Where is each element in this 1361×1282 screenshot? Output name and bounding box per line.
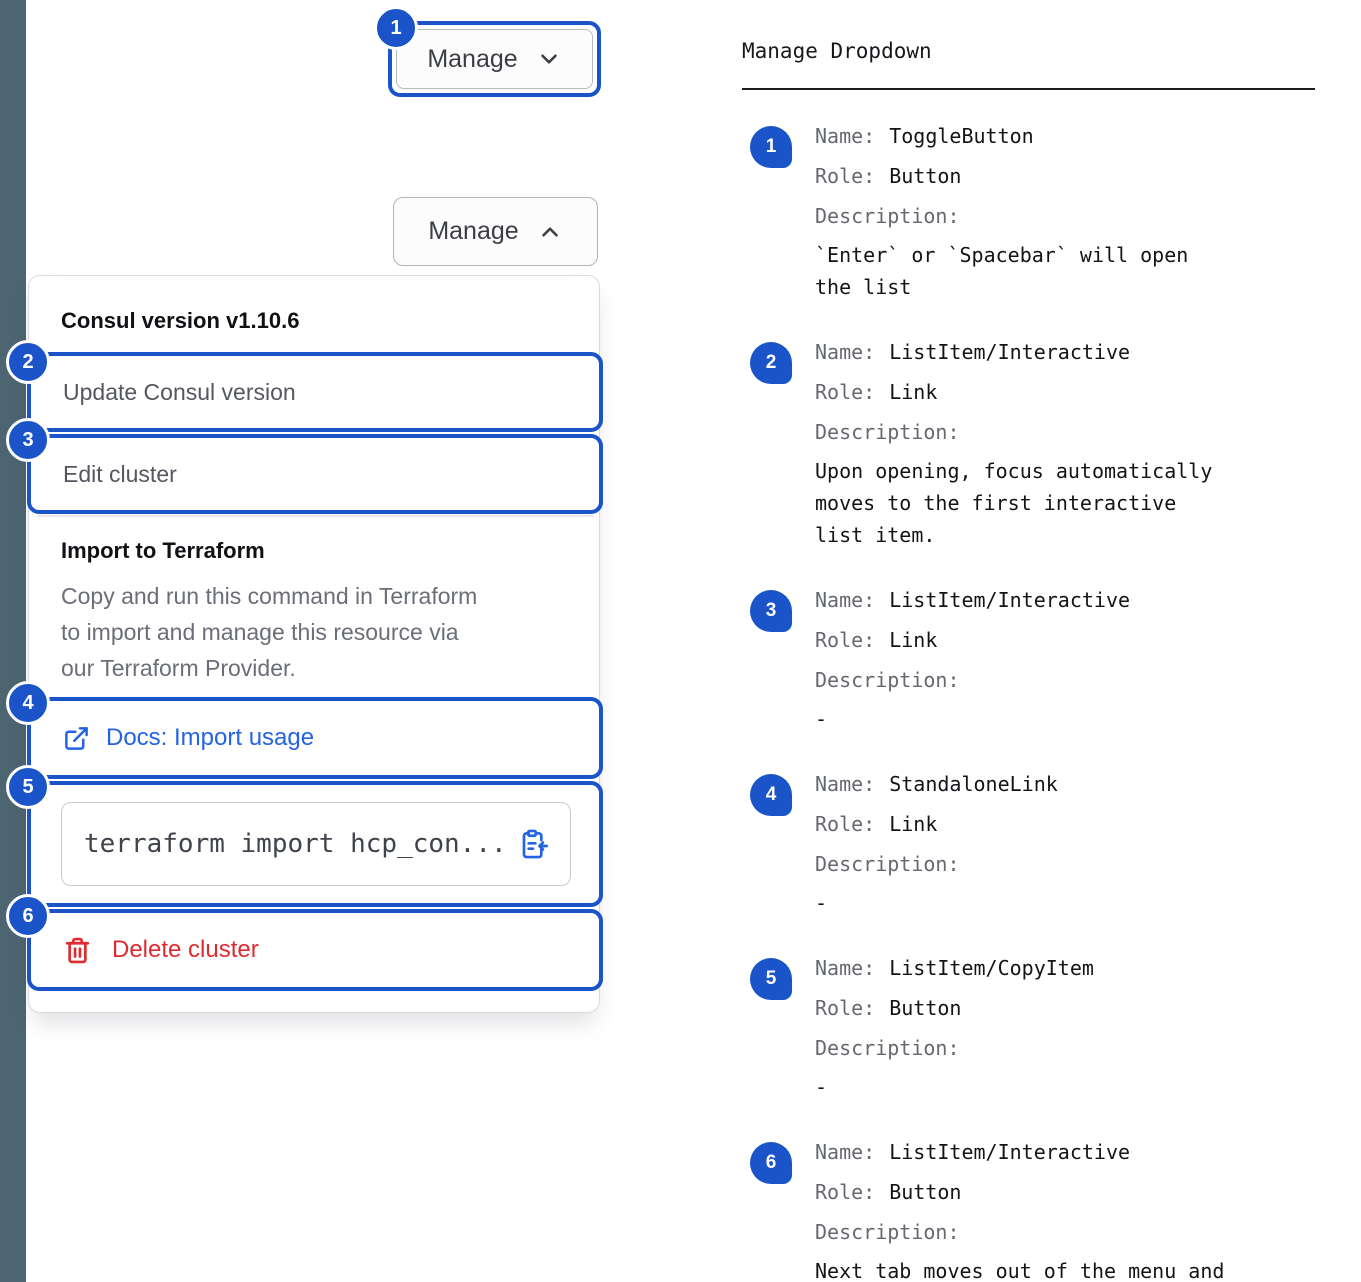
import-to-terraform-description: Copy and run this command in Terraform t… (61, 583, 478, 681)
terraform-command-text: terraform import hcp_con... (84, 829, 507, 859)
annotation-ring-delete-item: Delete cluster (27, 909, 603, 991)
spec-name-value: ListItem/Interactive (889, 340, 1131, 364)
spec-description-value: `Enter` or `Spacebar` will open the list (815, 243, 1189, 299)
manage-button-label: Manage (428, 217, 519, 245)
annotation-ring-toggle-button: Manage (388, 21, 601, 97)
spec-description-value: - (815, 707, 828, 731)
spec-badge-6: 6 (750, 1142, 792, 1184)
spec-name-value: ListItem/CopyItem (889, 956, 1094, 980)
description-label: Description: (815, 852, 960, 876)
external-link-icon (65, 726, 88, 750)
spec-badge-2: 2 (750, 342, 792, 384)
spec-name-value: StandaloneLink (889, 772, 1058, 796)
dropdown-item-delete-cluster[interactable]: Delete cluster (63, 936, 259, 965)
spec-description-value: Next tab moves out of the menu and to th… (815, 1259, 1225, 1282)
spec-role-value: Button (889, 996, 962, 1020)
annotation-badge-5: 5 (6, 765, 50, 809)
spec-role-value: Link (889, 380, 938, 404)
consul-version-header: Consul version v1.10.6 (61, 308, 300, 333)
trash-icon (65, 937, 90, 963)
spec-description-value: Upon opening, focus automatically moves … (815, 459, 1213, 547)
docs-link-label: Docs: Import usage (106, 724, 315, 751)
spec-role-value: Link (889, 628, 938, 652)
dropdown-item-update-consul-version[interactable]: Update Consul version (31, 379, 599, 406)
spec-description-value: - (815, 891, 828, 915)
role-label: Role: (815, 164, 876, 188)
chevron-up-icon (541, 226, 558, 237)
spec-item-1: 1 Name: ToggleButton Role: Button Descript… (742, 116, 1322, 303)
annotation-ring-copy-item: terraform import hcp_con... (27, 781, 603, 907)
name-label: Name: (815, 340, 876, 364)
annotation-badge-6: 6 (6, 894, 50, 938)
chevron-down-icon (540, 54, 557, 64)
spec-badge-4: 4 (750, 774, 792, 816)
description-label: Description: (815, 1036, 960, 1060)
import-to-terraform-title: Import to Terraform (61, 538, 265, 563)
page-edge-strip (0, 0, 26, 1282)
edit-cluster-label: Edit cluster (63, 460, 177, 487)
dropdown-divider (37, 515, 593, 517)
description-label: Description: (815, 1220, 960, 1244)
spec-title: Manage Dropdown (742, 39, 932, 63)
manage-toggle-button-open[interactable]: Manage (393, 197, 598, 266)
role-label: Role: (815, 996, 876, 1020)
spec-column: Manage Dropdown 1 Name: ToggleButton Role… (742, 36, 1322, 1282)
spec-name-value: ListItem/Interactive (889, 588, 1131, 612)
role-label: Role: (815, 628, 876, 652)
spec-badge-1: 1 (750, 126, 792, 168)
annotation-ring-edit-item: Edit cluster (27, 434, 603, 514)
copy-to-clipboard-icon[interactable] (516, 828, 548, 860)
name-label: Name: (815, 772, 876, 796)
manage-button-label: Manage (427, 44, 518, 73)
annotation-badge-1: 1 (374, 6, 418, 50)
spec-item-3: 3 Name: ListItem/Interactive Role: Link De… (742, 580, 1322, 735)
spec-role-value: Button (889, 164, 962, 188)
spec-role-value: Link (889, 812, 938, 836)
dropdown-item-edit-cluster[interactable]: Edit cluster (31, 461, 599, 488)
manage-dropdown-panel: Consul version v1.10.6 Update Consul ver… (27, 275, 603, 1013)
role-label: Role: (815, 1180, 876, 1204)
description-label: Description: (815, 204, 960, 228)
spec-description-value: - (815, 1075, 828, 1099)
spec-name-value: ToggleButton (889, 124, 1034, 148)
annotation-ring-update-item: Update Consul version (27, 352, 603, 432)
role-label: Role: (815, 812, 876, 836)
description-label: Description: (815, 420, 960, 444)
description-label: Description: (815, 668, 960, 692)
annotation-badge-4: 4 (6, 681, 50, 725)
spec-badge-5: 5 (750, 958, 792, 1000)
name-label: Name: (815, 124, 876, 148)
spec-item-5: 5 Name: ListItem/CopyItem Role: Button Des… (742, 948, 1322, 1103)
spec-item-2: 2 Name: ListItem/Interactive Role: Link De… (742, 332, 1322, 551)
role-label: Role: (815, 380, 876, 404)
name-label: Name: (815, 956, 876, 980)
spec-role-value: Button (889, 1180, 962, 1204)
manage-toggle-button[interactable]: Manage (396, 29, 593, 89)
delete-cluster-label: Delete cluster (112, 936, 259, 963)
spec-name-value: ListItem/Interactive (889, 1140, 1131, 1164)
name-label: Name: (815, 1140, 876, 1164)
spec-badge-3: 3 (750, 590, 792, 632)
spec-item-6: 6 Name:ListItem/Interactive Role:Button … (742, 1132, 1322, 1282)
docs-import-usage-link[interactable]: Docs: Import usage (63, 724, 314, 752)
annotation-badge-3: 3 (6, 418, 50, 462)
annotation-ring-docs-link: Docs: Import usage (27, 697, 603, 779)
terraform-command-copy-field[interactable]: terraform import hcp_con... (61, 802, 571, 886)
update-consul-version-label: Update Consul version (63, 378, 296, 405)
spec-item-4: 4 Name: StandaloneLink Role: Link Descript… (742, 764, 1322, 919)
annotation-badge-2: 2 (6, 340, 50, 384)
name-label: Name: (815, 588, 876, 612)
spec-title-rule (742, 88, 1315, 90)
